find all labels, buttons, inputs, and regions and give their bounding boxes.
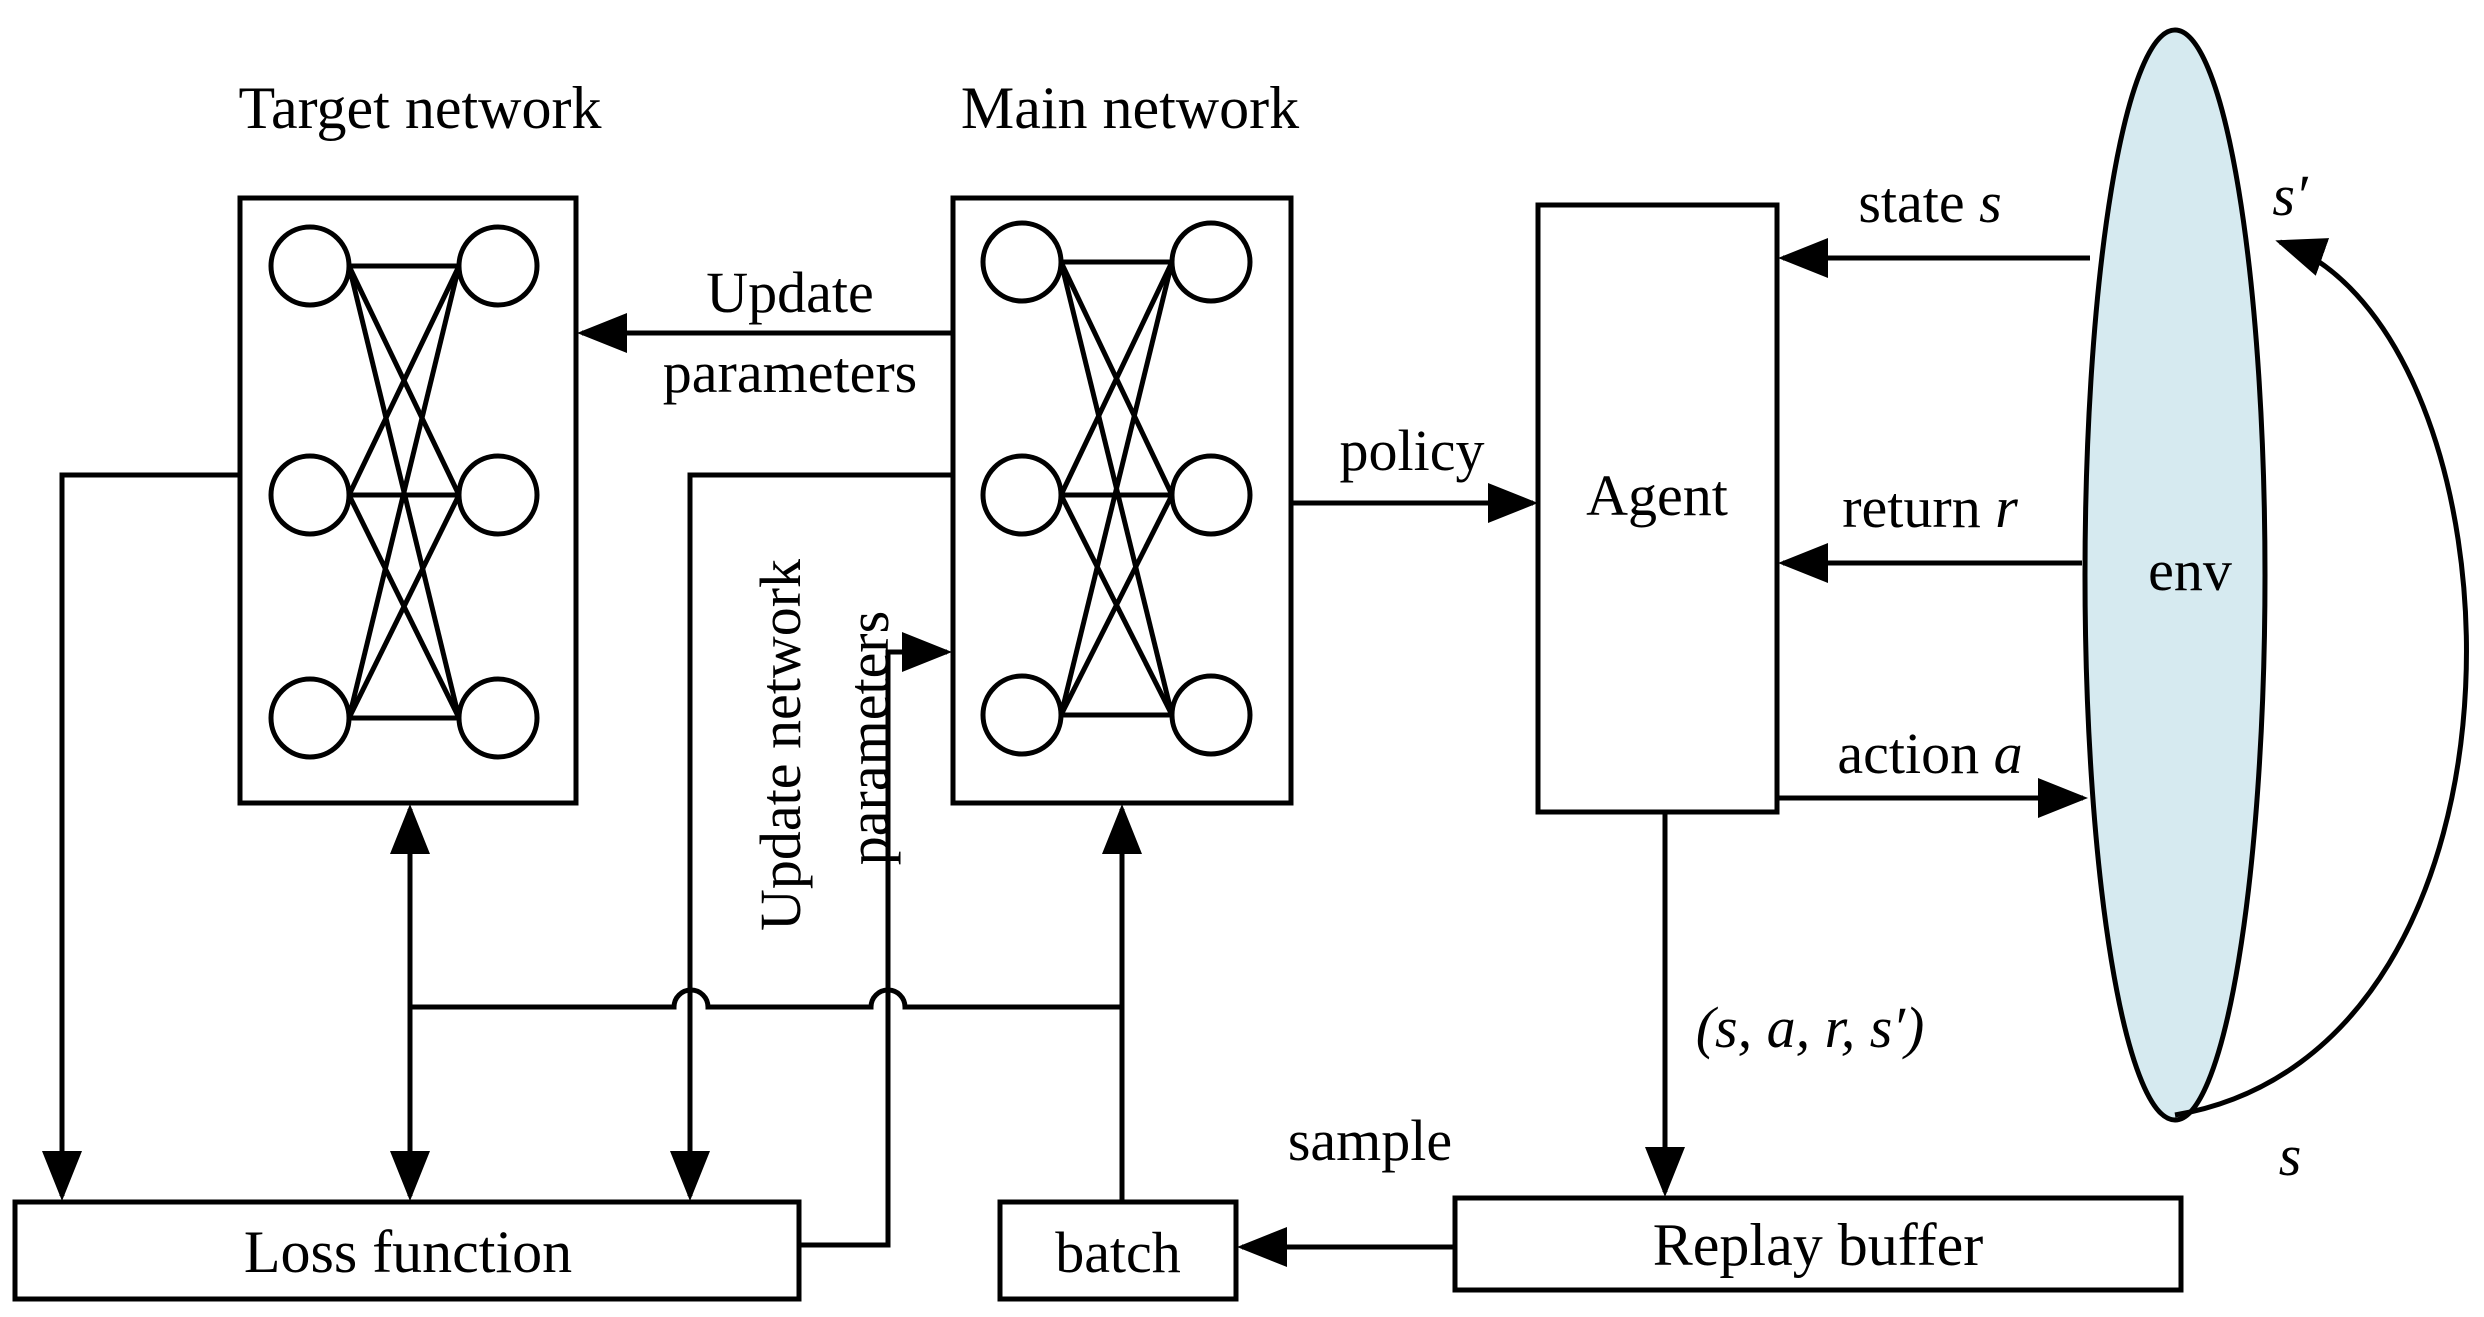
state-label: state s — [1858, 170, 2001, 235]
target-network-box — [237, 195, 579, 806]
update-network-parameters-line1: Update network — [748, 559, 813, 931]
main-output-arrow — [670, 472, 953, 1201]
env-ellipse — [2082, 27, 2268, 1123]
loss-function-label: Loss function — [244, 1219, 572, 1285]
main-node-out-3 — [1169, 673, 1253, 757]
main-node-out-2 — [1169, 453, 1253, 537]
target-node-out-2 — [456, 453, 540, 537]
s-label-bottom: s — [2279, 1123, 2302, 1188]
env-transition-arrow — [2174, 238, 2469, 1118]
update-network-parameters-line2: parameters — [836, 611, 901, 865]
batch-label: batch — [1055, 1220, 1181, 1285]
update-parameters-line1: Update — [706, 260, 874, 325]
policy-label: policy — [1340, 418, 1485, 483]
target-network-title: Target network — [239, 75, 602, 141]
target-node-in-2 — [268, 453, 352, 537]
update-network-parameters-arrow — [799, 632, 952, 1248]
loss-function-box — [12, 1199, 802, 1302]
target-node-out-3 — [456, 676, 540, 760]
transition-label: (s, a, r, s′) — [1696, 995, 1925, 1060]
action-label: action a — [1837, 721, 2022, 786]
main-node-out-1 — [1169, 220, 1253, 304]
agent-box — [1535, 202, 1780, 815]
return-label: return r — [1842, 475, 2018, 540]
batch-box — [997, 1199, 1239, 1302]
main-node-in-2 — [980, 453, 1064, 537]
update-parameters-line2: parameters — [663, 340, 917, 405]
agent-label: Agent — [1586, 463, 1728, 528]
target-output-arrow — [42, 472, 240, 1201]
target-node-in-1 — [268, 224, 352, 308]
target-node-in-3 — [268, 676, 352, 760]
main-network-edges — [1058, 259, 1175, 718]
main-node-in-1 — [980, 220, 1064, 304]
main-node-in-3 — [980, 673, 1064, 757]
sample-label: sample — [1288, 1108, 1452, 1173]
env-label: env — [2148, 538, 2232, 603]
replay-buffer-box — [1452, 1195, 2184, 1293]
replay-buffer-label: Replay buffer — [1653, 1212, 1983, 1278]
s-prime-label: s′ — [2272, 163, 2309, 228]
main-network-box — [950, 195, 1294, 806]
target-node-out-1 — [456, 224, 540, 308]
target-network-edges — [346, 263, 462, 721]
main-network-title: Main network — [961, 75, 1299, 141]
batch-bus-line — [410, 987, 1122, 1010]
